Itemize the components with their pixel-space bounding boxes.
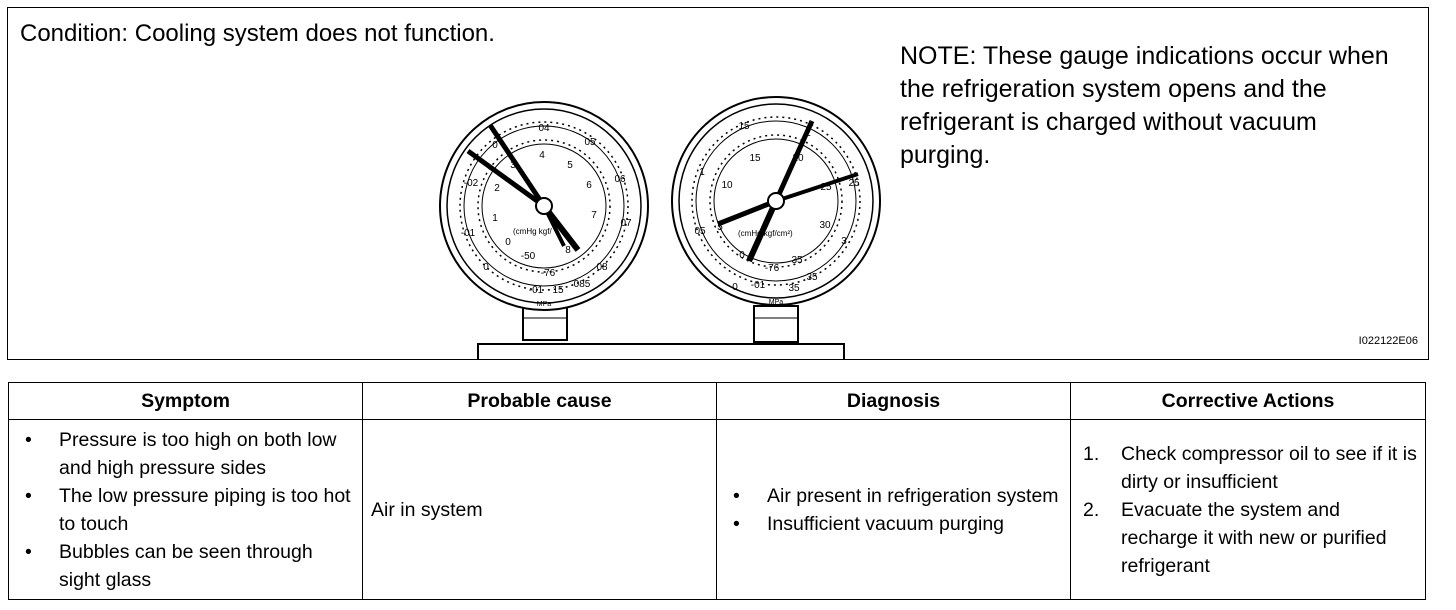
- high-gauge-label: 2: [805, 128, 811, 139]
- low-pressure-gauge: [439, 101, 845, 359]
- low-gauge-labels: -01 0 -02 0 04 05 06 07 08 085 0 1 2 3 4…: [461, 123, 632, 308]
- high-gauge-label: 30: [819, 220, 831, 231]
- header-corrective-actions: Corrective Actions: [1070, 382, 1426, 420]
- low-gauge-label: 07: [620, 218, 632, 229]
- high-gauge-label: 35: [806, 272, 818, 283]
- low-gauge-unit-mpa: MPa: [537, 301, 552, 308]
- low-gauge-label: -50: [521, 251, 536, 262]
- low-gauge-label: 0: [492, 140, 498, 151]
- symptom-item: Pressure is too high on both low and hig…: [17, 426, 356, 482]
- low-gauge-unit-label: (cmHg kgf/: [513, 227, 552, 236]
- diagnosis-cell: Air present in refrigeration system Insu…: [716, 419, 1071, 600]
- high-gauge-label: -01: [751, 280, 766, 291]
- figure-panel: Condition: Cooling system does not funct…: [7, 7, 1429, 360]
- high-gauge-label: 35: [791, 255, 803, 266]
- low-gauge-label: 7: [591, 210, 597, 221]
- high-gauge-unit-label: (cmHg kgf/cm²): [738, 229, 793, 238]
- action-text: Evacuate the system and recharge it with…: [1121, 498, 1387, 577]
- high-pressure-gauge: [671, 96, 881, 343]
- high-gauge-label: 10: [721, 180, 733, 191]
- action-number: 1.: [1083, 442, 1100, 465]
- diagnosis-item: Air present in refrigeration system: [725, 482, 1064, 510]
- high-gauge-label: 25: [848, 178, 860, 189]
- high-gauge-label: 15: [749, 153, 761, 164]
- high-gauge-label: 1: [699, 167, 705, 178]
- low-gauge-label: 06: [614, 174, 626, 185]
- table-row: Pressure is too high on both low and hig…: [8, 419, 1426, 600]
- probable-cause-cell: Air in system: [362, 419, 717, 600]
- symptom-cell: Pressure is too high on both low and hig…: [8, 419, 363, 600]
- high-gauge-label: 5: [717, 222, 723, 233]
- low-gauge-label: 6: [586, 180, 592, 191]
- low-gauge-label: -01: [529, 285, 544, 296]
- low-gauge-label: 2: [494, 183, 500, 194]
- low-gauge-label: -02: [464, 178, 479, 189]
- low-gauge-label: 05: [584, 137, 596, 148]
- low-gauge-label: 3: [510, 160, 516, 171]
- low-gauge-label: 085: [574, 279, 591, 290]
- low-gauge-label: -01: [461, 228, 476, 239]
- high-gauge-label: 0: [732, 282, 738, 293]
- symptom-item: The low pressure piping is too hot to to…: [17, 482, 356, 538]
- high-gauge-labels: 0 05 1 15 2 25 3 35 0 5 10 15 20 25 30 3…: [694, 121, 860, 306]
- low-gauge-label: 08: [596, 262, 608, 273]
- action-item: 1. Check compressor oil to see if it is …: [1079, 440, 1419, 496]
- high-gauge-label: -76: [765, 263, 780, 274]
- low-gauge-label: -76: [541, 268, 556, 279]
- corrective-actions-cell: 1. Check compressor oil to see if it is …: [1070, 419, 1426, 600]
- note-text: NOTE: These gauge indications occur when…: [900, 42, 1389, 169]
- gauges-illustration: -01 0 -02 0 04 05 06 07 08 085 0 1 2 3 4…: [439, 96, 881, 359]
- high-gauge-unit-mpa: MPa: [769, 299, 784, 306]
- header-symptom: Symptom: [8, 382, 363, 420]
- diagnosis-table: Symptom Probable cause Diagnosis Correct…: [8, 382, 1426, 600]
- low-gauge-label: 15: [552, 285, 564, 296]
- low-gauge-label: 0: [505, 237, 511, 248]
- symptom-item: Bubbles can be seen through sight glass: [17, 538, 356, 594]
- low-gauge-label: 1: [492, 213, 498, 224]
- low-gauge-label: 4: [539, 150, 545, 161]
- header-probable-cause: Probable cause: [362, 382, 717, 420]
- low-gauge-label: 04: [538, 123, 550, 134]
- action-text: Check compressor oil to see if it is dir…: [1121, 442, 1417, 493]
- high-gauge-label: 20: [792, 153, 804, 164]
- action-item: 2. Evacuate the system and recharge it w…: [1079, 496, 1419, 580]
- figure-id: I022122E06: [1358, 335, 1418, 347]
- table-header-row: Symptom Probable cause Diagnosis Correct…: [8, 382, 1426, 420]
- header-diagnosis: Diagnosis: [716, 382, 1071, 420]
- high-gauge-label: 25: [820, 182, 832, 193]
- condition-text: Condition: Cooling system does not funct…: [20, 20, 495, 47]
- high-gauge-label: 0: [739, 250, 745, 261]
- diagnosis-item: Insufficient vacuum purging: [725, 510, 1064, 538]
- low-gauge-label: 8: [565, 245, 571, 256]
- high-gauge-label: 05: [694, 226, 706, 237]
- high-gauge-label: 3: [841, 236, 847, 247]
- low-gauge-label: 0: [483, 262, 489, 273]
- action-number: 2.: [1083, 498, 1100, 521]
- low-gauge-label: 5: [567, 160, 573, 171]
- high-gauge-label: 35: [788, 283, 800, 294]
- high-gauge-label: 15: [738, 121, 750, 132]
